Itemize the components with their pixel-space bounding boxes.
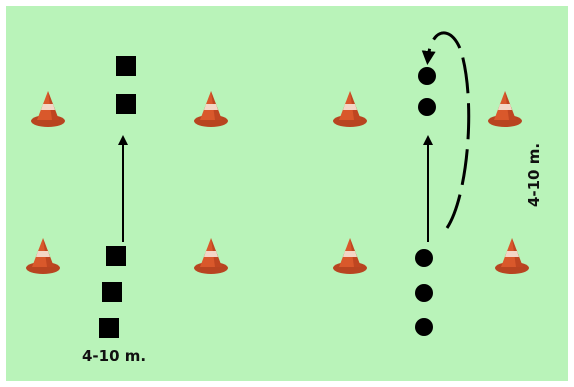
bottom-distance-label: 4-10 m. bbox=[82, 347, 147, 365]
traffic-cone-icon bbox=[333, 238, 367, 274]
traffic-cone-icon bbox=[31, 91, 65, 127]
circle-player-icon bbox=[418, 98, 436, 116]
traffic-cone-icon bbox=[194, 238, 228, 274]
circle-player-icon bbox=[415, 284, 433, 302]
field-background bbox=[6, 6, 568, 381]
square-marker-column bbox=[99, 56, 136, 338]
traffic-cone-icon bbox=[194, 91, 228, 127]
return-run-arrow bbox=[421, 31, 471, 229]
circle-player-icon bbox=[418, 67, 436, 85]
square-player-icon bbox=[102, 282, 122, 302]
traffic-cone-icon bbox=[495, 238, 529, 274]
square-player-icon bbox=[99, 318, 119, 338]
traffic-cone-icon bbox=[488, 91, 522, 127]
circle-player-icon bbox=[415, 249, 433, 267]
traffic-cone-icon bbox=[26, 238, 60, 274]
training-field bbox=[6, 6, 568, 381]
traffic-cone-icon bbox=[333, 91, 367, 127]
square-player-icon bbox=[106, 246, 126, 266]
circle-player-icon bbox=[415, 318, 433, 336]
cones bbox=[26, 91, 529, 274]
square-player-icon bbox=[116, 56, 136, 76]
side-distance-label: 4-10 m. bbox=[525, 142, 543, 208]
square-player-icon bbox=[116, 94, 136, 114]
circle-marker-column bbox=[415, 31, 471, 336]
